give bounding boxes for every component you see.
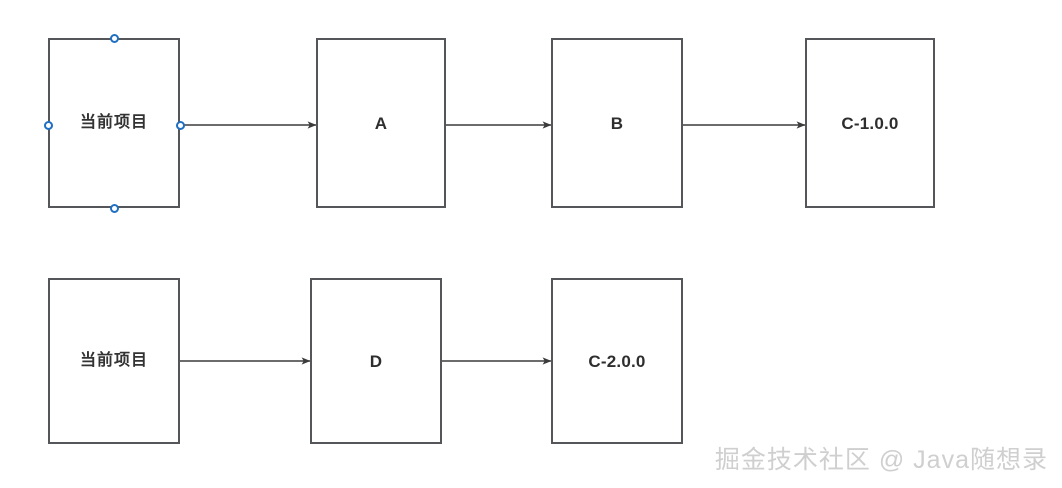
- resize-handle-top[interactable]: [109, 33, 119, 43]
- resize-handle-bottom[interactable]: [109, 203, 119, 213]
- node-label-b: B: [610, 113, 624, 133]
- node-label-cur2: 当前项目: [79, 352, 148, 369]
- resize-handle-left[interactable]: [43, 120, 53, 130]
- node-b[interactable]: B: [551, 38, 683, 208]
- node-cur1[interactable]: 当前项目: [48, 38, 180, 208]
- node-label-c2: C-2.0.0: [588, 351, 646, 371]
- node-label-cur1: 当前项目: [79, 114, 148, 131]
- node-c2[interactable]: C-2.0.0: [551, 278, 683, 444]
- node-label-c1: C-1.0.0: [841, 113, 899, 133]
- watermark-text: 掘金技术社区 @ Java随想录: [714, 446, 1048, 474]
- node-label-a: A: [374, 113, 388, 133]
- node-d[interactable]: D: [310, 278, 442, 444]
- node-c1[interactable]: C-1.0.0: [805, 38, 935, 208]
- resize-handle-right[interactable]: [175, 120, 185, 130]
- node-label-d: D: [369, 351, 383, 371]
- node-cur2[interactable]: 当前项目: [48, 278, 180, 444]
- edges-group: [180, 121, 806, 365]
- node-a[interactable]: A: [316, 38, 446, 208]
